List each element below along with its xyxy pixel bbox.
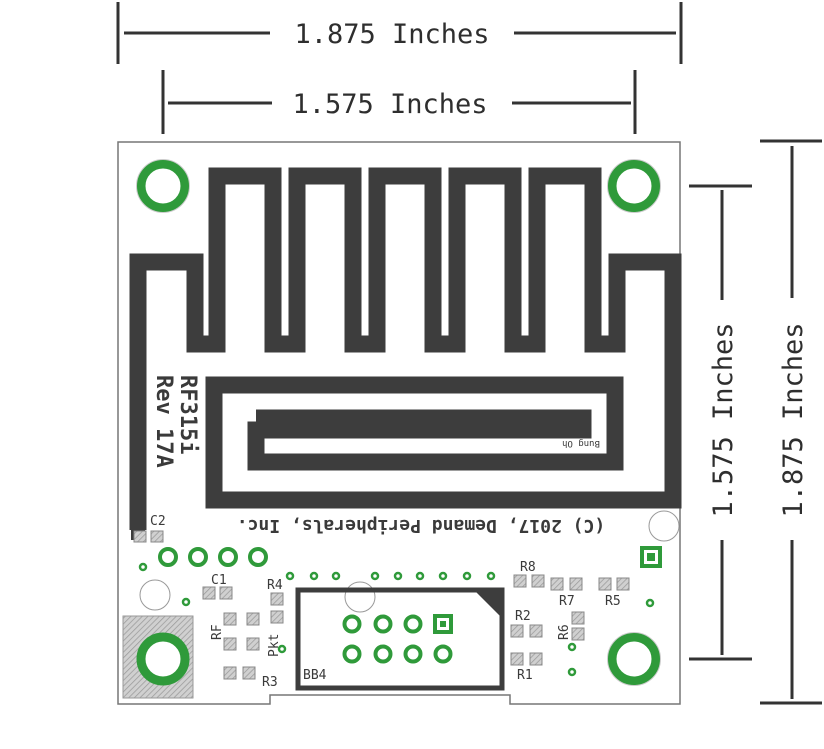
board-name: RF315i (175, 375, 200, 454)
dimension-height-inner: 1.575 Inches (689, 184, 752, 661)
height-outer-label: 1.875 Inches (778, 322, 809, 517)
width-inner-label: 1.575 Inches (292, 89, 487, 120)
copyright-text: (C) 2017, Demand Peripherals, Inc. (237, 515, 605, 536)
label-c2: C2 (150, 514, 166, 529)
bb4-connector (295, 587, 505, 691)
antenna-trace (129, 167, 682, 530)
dimension-height-outer: 1.875 Inches (760, 139, 822, 705)
label-pkt: Pkt (267, 634, 282, 657)
fiducial-right (648, 510, 680, 542)
height-inner-label: 1.575 Inches (708, 322, 739, 517)
smd-pads (133, 530, 630, 680)
label-c1: C1 (211, 573, 227, 588)
header-row-top (158, 546, 662, 568)
label-r4: R4 (267, 578, 283, 593)
label-r7: R7 (559, 594, 575, 609)
antenna-note: Bung Oh (562, 438, 600, 448)
label-r8: R8 (520, 560, 536, 575)
mounting-hole-bottom-right (607, 632, 661, 686)
label-r5: R5 (605, 594, 621, 609)
fiducial-center (344, 581, 376, 613)
via-row (138, 562, 655, 677)
board-revision: Rev 17A (151, 375, 176, 468)
label-r6: R6 (557, 624, 572, 640)
label-bb4: BB4 (303, 668, 327, 683)
label-r2: R2 (515, 609, 531, 624)
dimension-width-inner: 1.575 Inches (161, 70, 637, 134)
mounting-hole-top-left (136, 159, 190, 213)
mounting-hole-top-right (607, 159, 661, 213)
label-r1: R1 (517, 668, 533, 683)
mounting-hole-bottom-left (122, 615, 194, 699)
dimension-width-outer: 1.875 Inches (116, 2, 683, 64)
width-outer-label: 1.875 Inches (294, 19, 489, 50)
label-r3: R3 (262, 675, 278, 690)
fiducial-left (139, 579, 171, 611)
label-rf: RF (210, 624, 225, 640)
